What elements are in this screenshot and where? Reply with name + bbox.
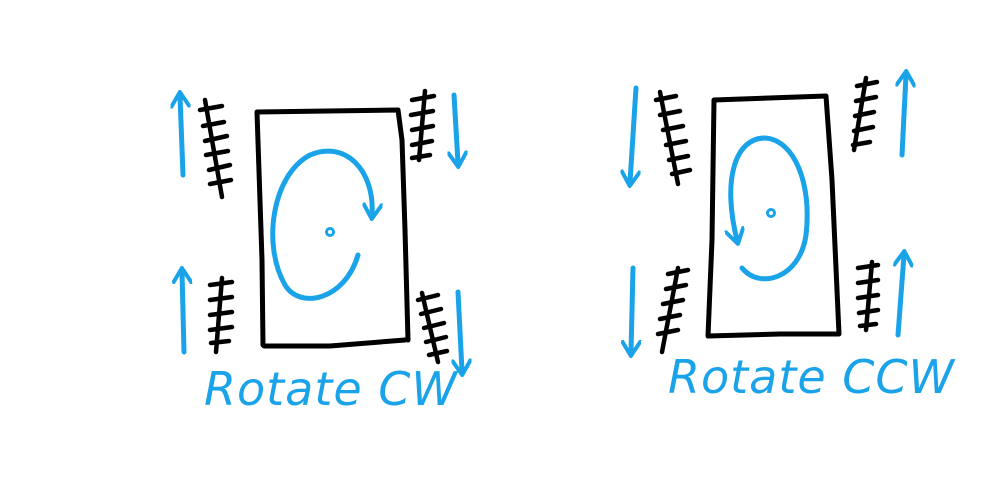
ccw-wheel-rear-right: [855, 259, 881, 333]
cw-arrow-front-right-down: [454, 92, 458, 163]
cw-wheel-front-left: [197, 97, 234, 200]
ccw-arrow-front-right-up: [902, 75, 906, 158]
cw-diagram: [180, 88, 462, 371]
ccw-wheel-rear-left: [655, 265, 691, 355]
cw-arrow-front-left-up: [180, 96, 183, 178]
cw-rotation-arrow: [270, 148, 372, 301]
cw-label: Rotate CW: [204, 362, 458, 416]
ccw-arrow-rear-left-down: [631, 265, 633, 352]
cw-wheel-front-right: [408, 88, 437, 163]
cw-arrow-rear-right-down: [458, 289, 462, 371]
ccw-label: Rotate CCW: [668, 350, 956, 404]
ccw-wheel-front-right: [850, 75, 880, 153]
ccw-arrow-rear-right-up: [898, 255, 904, 338]
cw-chassis: [254, 107, 411, 349]
cw-wheel-rear-left: [207, 275, 235, 355]
ccw-diagram: [630, 75, 906, 352]
cw-wheel-rear-right: [415, 290, 450, 365]
ccw-chassis: [705, 93, 842, 339]
cw-arrow-rear-left-up: [182, 272, 184, 355]
cw-center-dot: [325, 227, 335, 237]
ccw-arrow-front-left-down: [630, 85, 636, 182]
ccw-center-dot: [766, 208, 776, 218]
ccw-rotation-arrow: [731, 135, 810, 282]
ccw-wheel-front-left: [653, 89, 693, 187]
